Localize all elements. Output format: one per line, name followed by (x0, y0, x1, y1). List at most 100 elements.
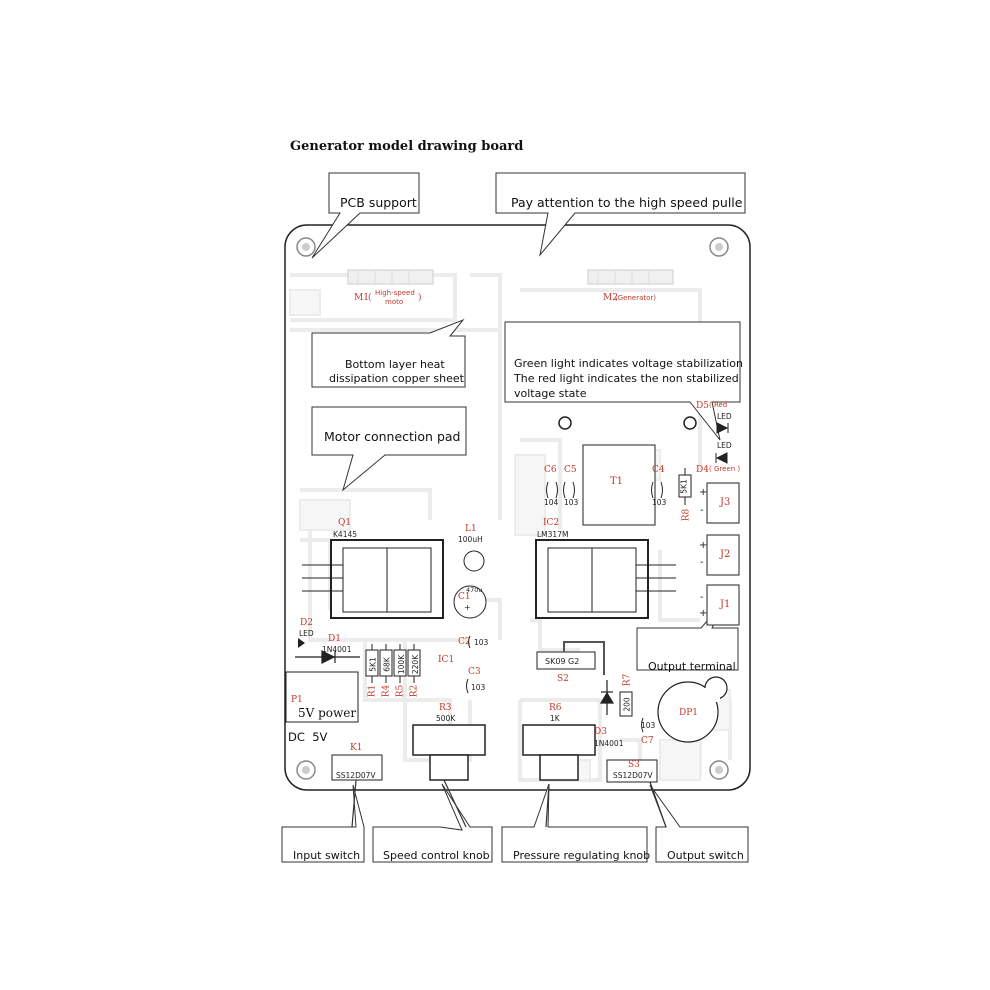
c1-ref: C1 (458, 592, 471, 602)
t1-transformer (582, 444, 656, 526)
callout-bottom-heat-2: dissipation copper sheet (329, 372, 464, 385)
q1-value: K4145 (333, 530, 358, 539)
k1-ref: K1 (350, 743, 363, 753)
d4-green: ( Green ) (709, 465, 741, 473)
m1-text-2: moto (385, 298, 404, 306)
output-connectors (706, 482, 740, 626)
r2-value: 220K (411, 654, 421, 675)
ic2-value: LM317M (537, 530, 569, 539)
r5-ref: R5 (395, 684, 406, 698)
r5-value: 100K (397, 654, 407, 675)
r4-value: 68K (382, 657, 392, 672)
c6-value: 104 (544, 498, 559, 507)
m1-paren-close: ) (418, 293, 422, 303)
m2-text: (Generator) (615, 294, 657, 302)
c2-value: 103 (474, 638, 489, 647)
callout-bottom-heat-1: Bottom layer heat (345, 358, 445, 371)
t1-ref: T1 (610, 476, 624, 487)
p1-ref: P1 (291, 695, 303, 705)
d3-value: 1N4001 (594, 739, 624, 748)
k1-switch (331, 754, 383, 781)
d1-value: 1N4001 (322, 645, 352, 654)
s2-switch (536, 651, 596, 670)
m1-text-1: High-speed (375, 289, 415, 297)
j3-plus: + (699, 487, 708, 498)
j2-ref: J2 (720, 549, 731, 560)
s2-value: SK09 G2 (545, 657, 580, 666)
callout-led-2: The red light indicates the non stabiliz… (514, 372, 739, 385)
callout-led-3: voltage state (514, 387, 587, 400)
c4-value: 103 (652, 498, 667, 507)
m1-ref: M1 (354, 293, 369, 303)
callout-output-terminal: Output terminal (648, 660, 736, 673)
d4-led: LED (717, 441, 732, 450)
c1-plus: + (464, 603, 471, 612)
status-leds (715, 422, 729, 464)
d3-ref: D3 (594, 727, 607, 737)
p1-value: 5V power (298, 706, 357, 720)
s3-ref: S3 (628, 760, 640, 770)
j2-minus: - (700, 557, 704, 568)
j1-plus: + (699, 608, 708, 619)
l1-ref: L1 (465, 524, 477, 534)
p1-power-jack (285, 671, 359, 723)
r4-ref: R4 (381, 684, 392, 698)
callout-pcb-support: PCB support (340, 195, 417, 210)
d1-ref: D1 (328, 634, 341, 644)
r8-ref: R8 (681, 508, 692, 522)
r6-value: 1K (550, 714, 560, 723)
callout-pulley-warning: Pay attention to the high speed pulle (511, 195, 743, 210)
d2-led: LED (299, 629, 314, 638)
r8-value: 5K1 (679, 479, 689, 494)
callout-motor-pad: Motor connection pad (324, 429, 461, 444)
d5-led: LED (717, 412, 732, 421)
s3-switch (606, 759, 658, 783)
callout-output-switch: Output switch (667, 849, 744, 862)
c6-ref: C6 (544, 465, 557, 475)
j3-ref: J3 (720, 497, 731, 508)
r3-ref: R3 (439, 703, 452, 713)
page-title: Generator model drawing board (290, 139, 524, 154)
c5-ref: C5 (564, 465, 577, 475)
s3-value: SS12D07V (613, 771, 653, 780)
j3-minus: - (700, 505, 704, 516)
c3-ref: C3 (468, 667, 481, 677)
d4-ref: D4 (696, 465, 709, 475)
callout-shapes (281, 172, 749, 863)
ic2-ref: IC2 (543, 518, 560, 528)
c7-ref: C7 (641, 736, 654, 746)
callout-input-switch: Input switch (293, 849, 361, 862)
c2-ref: C2 (458, 637, 471, 647)
motor-pads (347, 269, 674, 285)
ic2-package (535, 539, 676, 619)
k1-value: SS12D07V (336, 771, 376, 780)
l1-value: 100uH (458, 535, 483, 544)
d2-ref: D2 (300, 618, 313, 628)
c1-value: 470u (466, 586, 483, 594)
s2-ref: S2 (557, 674, 569, 684)
m1-paren-open: ( (368, 293, 372, 303)
r6-pot (522, 724, 596, 756)
r7-ref: R7 (622, 673, 633, 687)
callout-speed-knob: Speed control knob (383, 849, 490, 862)
r1-value: 5K1 (368, 657, 378, 672)
r6-ref: R6 (549, 703, 562, 713)
r3-pot (412, 724, 486, 756)
j2-plus: + (699, 540, 708, 551)
callout-led-1: Green light indicates voltage stabilizat… (514, 357, 743, 370)
d5-ref: D5 (696, 401, 709, 411)
r2-ref: R2 (409, 684, 420, 698)
dc-5v: DC 5V (288, 730, 328, 744)
pcb-outline (284, 224, 751, 791)
j1-minus: - (700, 592, 704, 603)
r7-value: 200 (622, 697, 632, 712)
c4-ref: C4 (652, 465, 665, 475)
m2-ref: M2 (603, 293, 618, 303)
ic1-ref: IC1 (438, 655, 455, 665)
dp1-ref: DP1 (679, 708, 698, 718)
r3-value: 500K (436, 714, 456, 723)
q1-ref: Q1 (338, 518, 352, 528)
c3-value: 103 (471, 683, 486, 692)
